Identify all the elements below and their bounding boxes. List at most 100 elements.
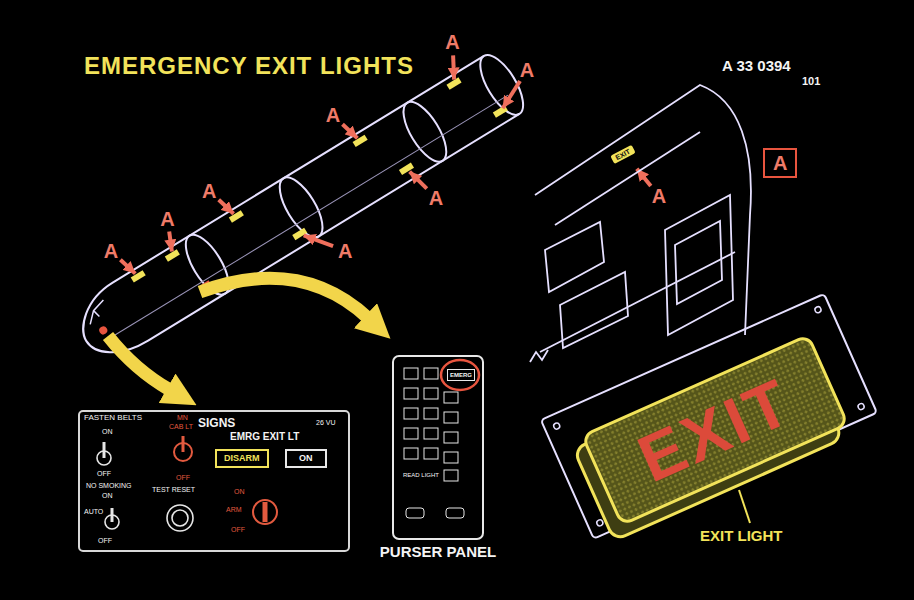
- panel-title: PURSER PANEL: [380, 544, 496, 559]
- push-button: [167, 505, 193, 531]
- part-name: EXIT LIGHT: [700, 528, 783, 543]
- callout-letter: A: [326, 105, 340, 125]
- exit-light-marks: [131, 64, 508, 323]
- switch-position: ON: [102, 492, 113, 499]
- callout-letter: A: [429, 188, 443, 208]
- location-arrow: [108, 336, 170, 390]
- disarm-button: DISARM: [215, 449, 269, 468]
- on-button: ON: [285, 449, 327, 468]
- switch-position: AUTO: [84, 508, 103, 515]
- rotary-knob: [253, 500, 277, 524]
- panel-button: [424, 428, 438, 439]
- callout-arrows: [120, 55, 650, 273]
- cabin-furniture: [545, 222, 604, 292]
- panel-title: SIGNS: [198, 417, 235, 429]
- button-label: READ LIGHT: [403, 472, 439, 478]
- cabin-floor: [540, 252, 735, 352]
- box-text: EMERG: [450, 372, 472, 378]
- screw: [596, 519, 604, 527]
- diagram-title: EMERGENCY EXIT LIGHTS: [84, 54, 414, 78]
- switch-position: OFF: [98, 537, 112, 544]
- callout-arrow: [453, 55, 454, 79]
- signs-panel: SIGNS 26 VU DISARM ON: [78, 410, 350, 552]
- panel-button: [424, 408, 438, 419]
- location-arrow: [200, 278, 368, 318]
- knob-position: ON: [234, 488, 245, 495]
- panel-button: [444, 452, 458, 463]
- push-button: [172, 510, 188, 526]
- panel-number: 26 VU: [316, 419, 335, 426]
- screw: [814, 306, 822, 314]
- screw: [857, 403, 865, 411]
- callout-letter: A: [338, 241, 352, 261]
- callout-letter: A: [160, 209, 174, 229]
- panel-button: [404, 428, 418, 439]
- mounting-plate: [541, 294, 877, 539]
- switch-label: NO SMOKING: [86, 482, 132, 489]
- highlight-ring: [441, 360, 479, 390]
- switch-position: MN: [177, 414, 188, 421]
- panel-button: [444, 432, 458, 443]
- callout-arrow: [343, 124, 358, 138]
- ceiling-line: [555, 132, 700, 225]
- toggle-lever: [103, 442, 106, 458]
- panel-button: [444, 412, 458, 423]
- callout-arrow: [503, 81, 520, 108]
- control-label: EMRG EXIT LT: [230, 432, 299, 442]
- purser-panel: PURSER PANELEMERG: [392, 355, 484, 540]
- cabin-detail: [530, 85, 751, 362]
- panel-button: [404, 448, 418, 459]
- cabin-floor: [107, 95, 508, 340]
- panel-button: [404, 408, 418, 419]
- panel-button: [424, 388, 438, 399]
- fuselage-frame: [271, 171, 330, 244]
- box-text: ON: [299, 454, 313, 463]
- box-text: EXIT: [614, 148, 631, 161]
- callout-arrow: [120, 260, 135, 274]
- sheet-number: 101: [802, 76, 820, 87]
- callout-arrow: [169, 232, 172, 252]
- exit-sign-small: EXIT: [610, 145, 635, 164]
- cockpit-panel-mark: [98, 325, 109, 336]
- view-callout-box: A: [763, 148, 797, 178]
- button-label: TEST RESET: [152, 486, 195, 493]
- fuselage-frame: [395, 95, 454, 168]
- exit-light-housing: [541, 294, 881, 548]
- box-text: DISARM: [224, 454, 260, 463]
- fuselage-skin: [535, 85, 751, 335]
- panel-controls-red: [174, 436, 277, 524]
- callout-letter: A: [520, 60, 534, 80]
- panel-button: [424, 368, 438, 379]
- callout-arrow: [219, 200, 234, 214]
- knob-pointer: [263, 502, 268, 522]
- callout-letter: A: [445, 32, 459, 52]
- panel-button: [444, 392, 458, 403]
- fuselage: [67, 49, 531, 369]
- screw: [553, 422, 561, 430]
- switch-position: ON: [102, 428, 113, 435]
- drawing-number: A 33 0394: [722, 58, 791, 73]
- panel-button: [404, 388, 418, 399]
- callout-arrow: [410, 172, 427, 189]
- panel-button: [446, 508, 464, 518]
- callout-letter: A: [104, 241, 118, 261]
- toggle-lever: [182, 436, 185, 452]
- switch-label: FASTEN BELTS: [84, 414, 142, 422]
- box-text: A: [773, 153, 787, 173]
- callout-arrow: [304, 235, 333, 246]
- callout-letter: A: [652, 186, 666, 206]
- callout-letter: A: [202, 181, 216, 201]
- panel-button: [406, 508, 424, 518]
- switch-label: CAB LT: [169, 423, 193, 430]
- emerg-button: EMERG: [447, 369, 475, 381]
- cabin-door: [665, 195, 733, 335]
- location-arrows: [108, 278, 368, 390]
- break-line: [530, 350, 548, 362]
- knob-position: ARM: [226, 506, 242, 513]
- box-text: EXIT: [629, 368, 801, 493]
- switch-position: OFF: [176, 474, 190, 481]
- exit-light-face: EXIT: [580, 333, 849, 526]
- panel-button: [444, 470, 458, 481]
